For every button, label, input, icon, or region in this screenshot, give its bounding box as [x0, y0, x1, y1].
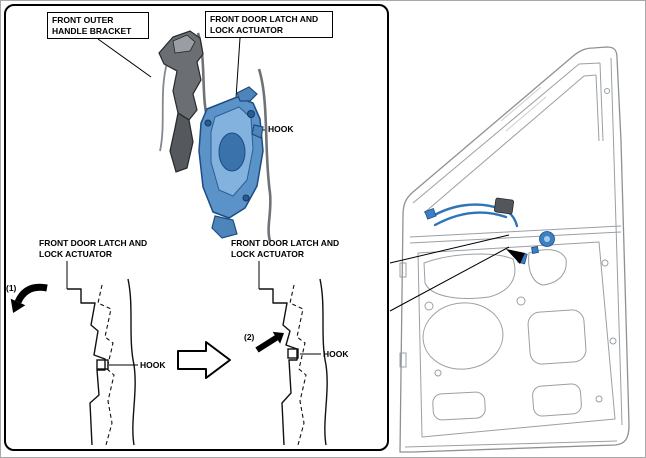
front-outer-handle-bracket-drawing: [158, 30, 204, 173]
belt-line: [409, 225, 622, 238]
step1-diagram: [10, 261, 138, 446]
panel-hole: [601, 259, 609, 267]
panel-opening: [422, 302, 504, 370]
hook-tab: [251, 124, 264, 139]
actuator-screw: [242, 194, 250, 202]
glass-reflection: [505, 96, 547, 132]
latch-cable-assembly: [424, 197, 555, 265]
step2-door-skin: [319, 278, 328, 446]
panel-opening: [527, 309, 587, 365]
latch-clip: [531, 246, 539, 254]
window-frame-line: [423, 74, 597, 214]
location-arrow: [506, 249, 525, 264]
front-outer-handle-bracket-label: FRONT OUTER HANDLE BRACKET: [47, 12, 149, 40]
door-bottom-line: [404, 440, 618, 448]
rotate-arrow-1: [14, 283, 48, 304]
panel-opening: [432, 391, 486, 421]
panel-hole: [434, 369, 442, 377]
step1-hook-detail: [96, 359, 109, 370]
step2-actuator-profile: [259, 288, 298, 446]
window-frame-line: [595, 74, 600, 142]
step2-diagram: [255, 261, 328, 446]
rotate-arrow-1-head: [10, 298, 26, 313]
door-rear-edge-line: [610, 57, 623, 426]
panel-opening: [528, 249, 567, 286]
window-frame-line: [412, 62, 601, 204]
step2-hook-detail: [287, 348, 299, 359]
bracket-body: [158, 30, 204, 121]
latch-cable: [433, 211, 508, 227]
latch-rod: [257, 68, 272, 242]
actuator-connector: [493, 197, 515, 215]
latch-grommet-center: [544, 236, 550, 242]
step2-hidden-profile: [289, 284, 307, 446]
front-door-latch-actuator-label-step1: FRONT DOOR LATCH AND LOCK ACTUATOR: [39, 238, 148, 259]
window-frame-line: [599, 62, 604, 142]
handle-rod: [159, 62, 168, 152]
inner-panel-edge: [417, 241, 616, 438]
step1-number-label: (1): [6, 283, 17, 293]
panel-hole: [595, 395, 603, 403]
front-door-latch-actuator-label-step2: FRONT DOOR LATCH AND LOCK ACTUATOR: [231, 238, 340, 259]
push-arrow-2: [255, 331, 284, 353]
door-outline: [399, 46, 630, 453]
actuator-top-cap: [236, 86, 258, 102]
latch-actuator-drawing: [198, 86, 264, 239]
transition-arrow: [177, 341, 231, 379]
hook-label-step1: HOOK: [140, 360, 166, 370]
bracket-highlight: [172, 34, 196, 54]
panel-hole: [609, 337, 617, 345]
panel-hole: [424, 301, 434, 311]
actuator-lever: [211, 215, 238, 239]
actuator-pocket: [218, 132, 246, 172]
actuator-screw: [204, 119, 212, 127]
panel-opening: [423, 253, 516, 299]
door-illustration: [399, 46, 630, 453]
door-hinge: [399, 352, 407, 368]
step1-actuator-profile: [67, 288, 106, 446]
frame-screw: [604, 88, 610, 94]
glass-reflection: [500, 86, 542, 122]
iso-illustration: [97, 30, 272, 242]
door-hinge: [399, 262, 407, 278]
step1-hidden-profile: [97, 284, 115, 446]
bracket-leader-line: [97, 38, 152, 78]
cable-end-fitting: [424, 208, 437, 220]
bracket-arm: [169, 112, 194, 173]
callout-leader-lines: [389, 234, 510, 312]
hook-label-step2: HOOK: [323, 349, 349, 359]
belt-line: [409, 231, 622, 244]
actuator-screw: [247, 110, 255, 118]
callout-leader-bottom: [389, 246, 510, 312]
step1-door-skin: [127, 278, 136, 446]
callout-leader-top: [389, 234, 510, 264]
front-door-latch-actuator-label-top: FRONT DOOR LATCH AND LOCK ACTUATOR: [205, 11, 333, 39]
hook-label-top: HOOK: [268, 124, 294, 134]
hollow-right-arrow: [177, 341, 231, 379]
panel-hole: [516, 296, 526, 306]
actuator-leader-line: [235, 37, 241, 99]
step2-number-label: (2): [244, 332, 255, 342]
panel-opening: [532, 383, 582, 417]
